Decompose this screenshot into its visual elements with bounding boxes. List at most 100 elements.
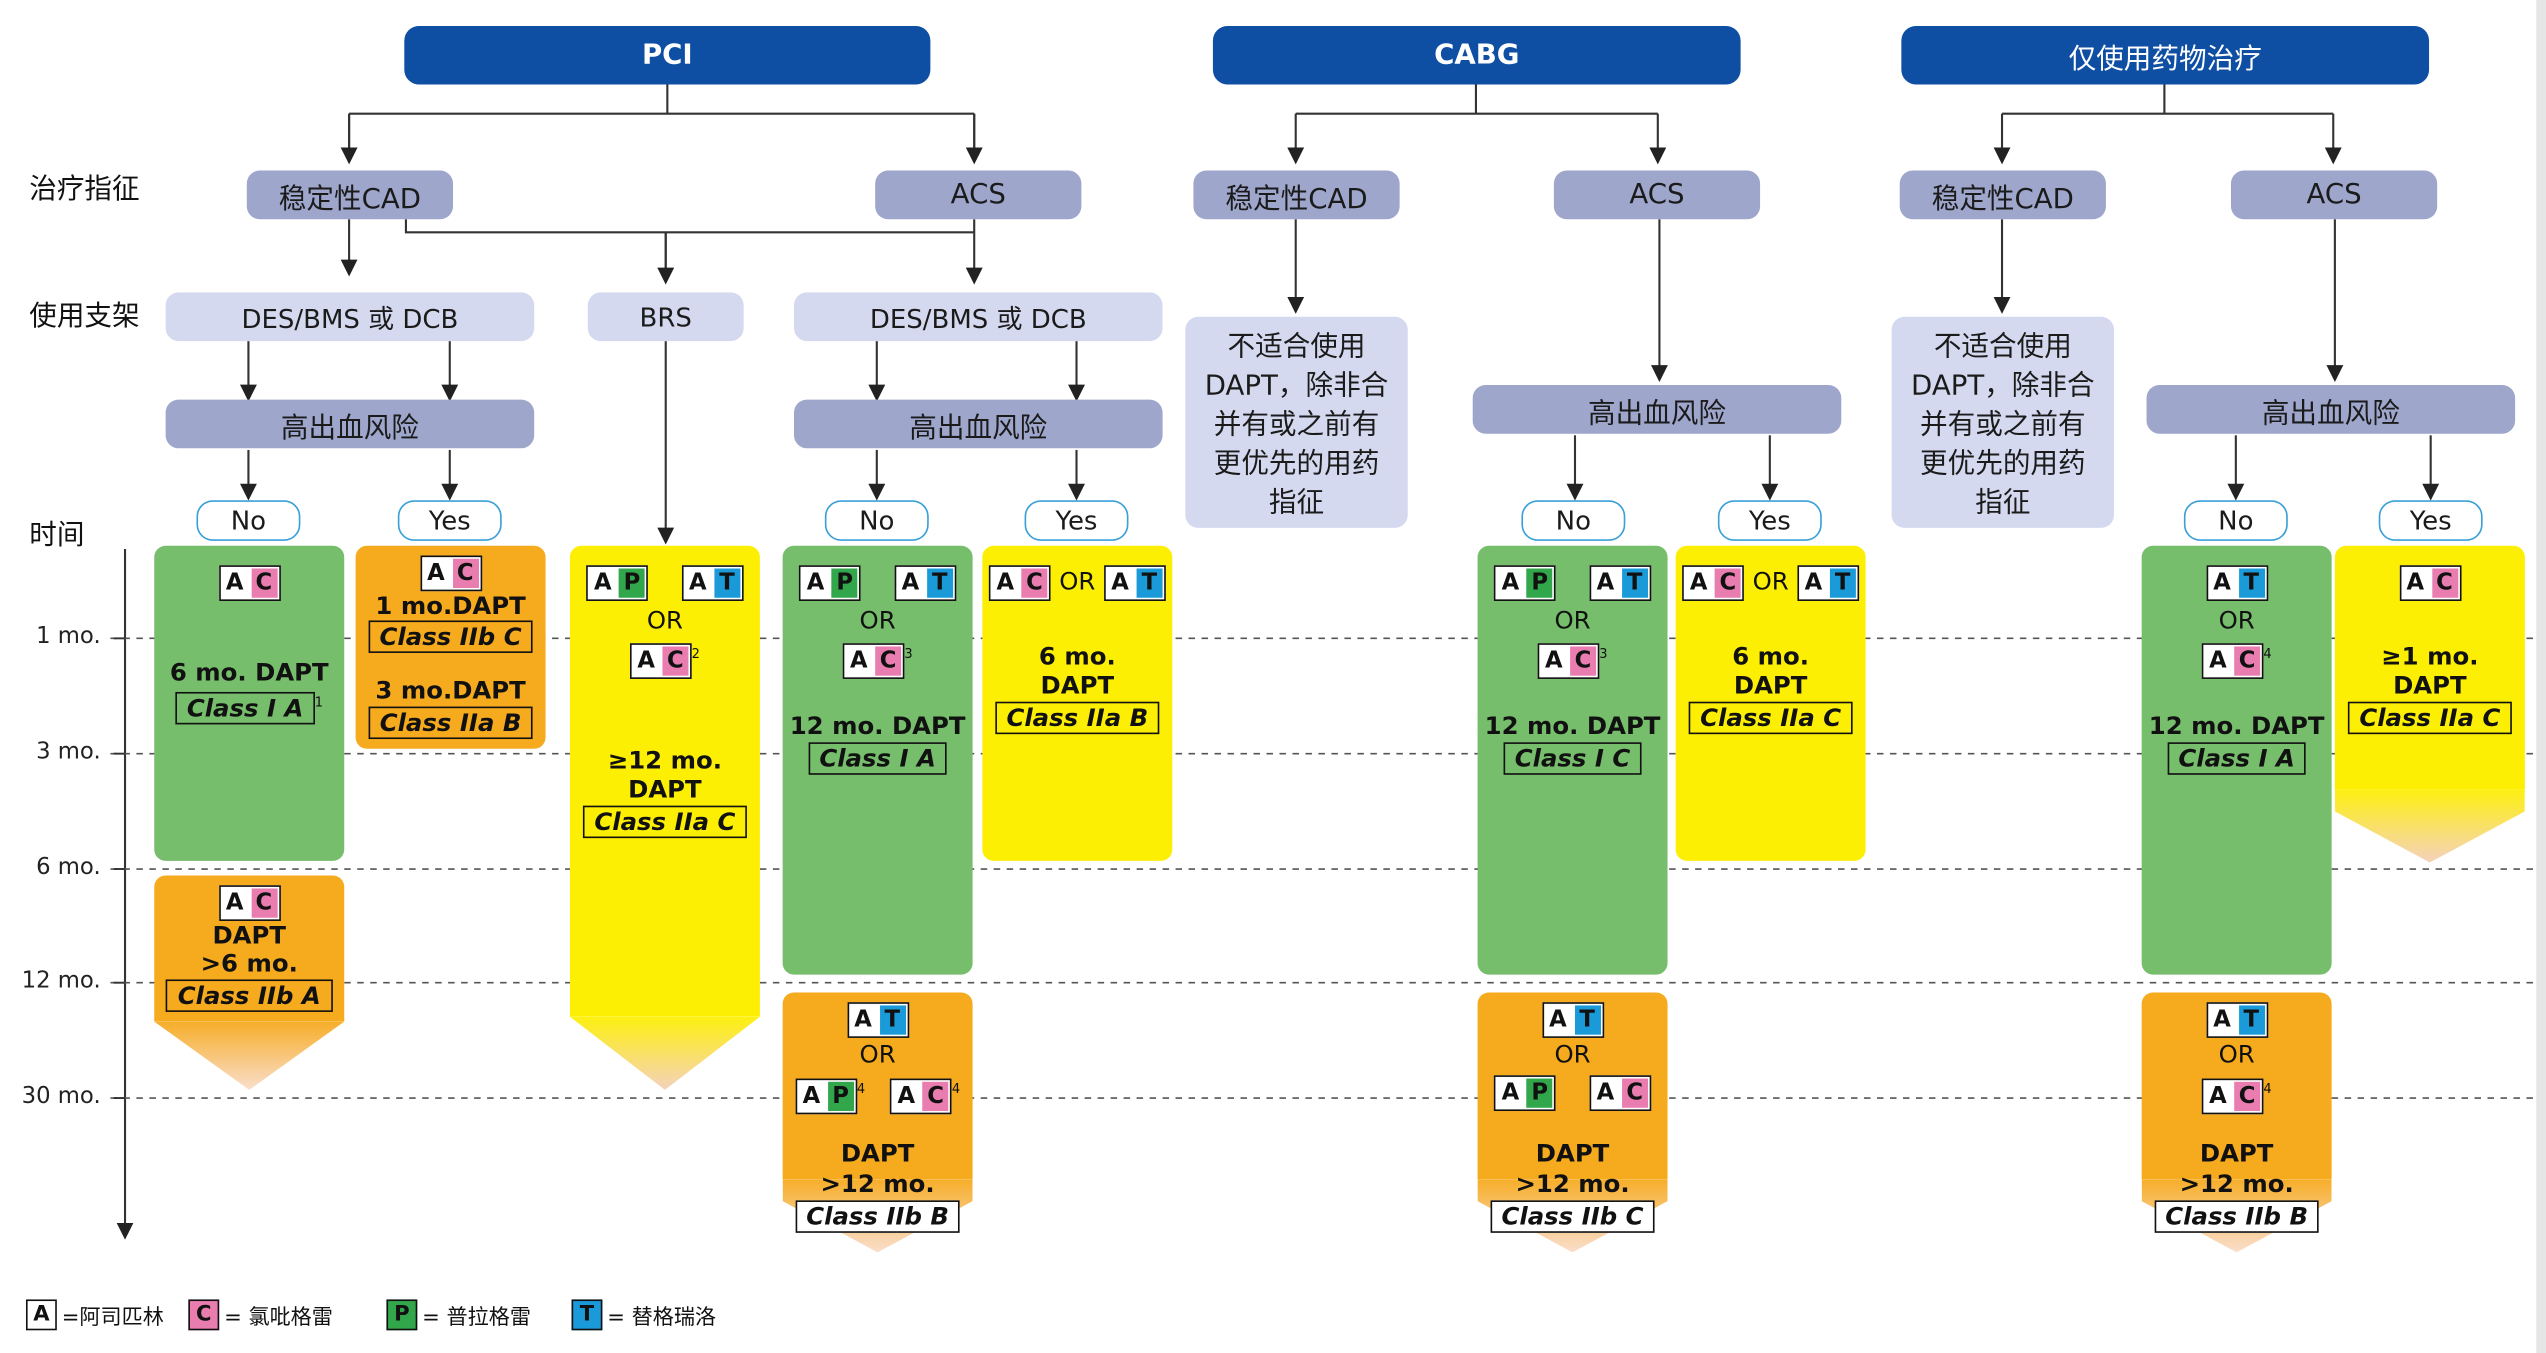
class-recommendation: Class IIb C <box>1490 1200 1655 1233</box>
class-recommendation: Class IIb B <box>794 1200 961 1233</box>
indication-acs: ACS <box>875 170 1082 220</box>
indication-acs: ACS <box>2230 170 2438 220</box>
class-recommendation: Class IIa B <box>368 706 533 740</box>
footnote: 3 <box>904 646 913 662</box>
duration-text: ≥12 mo. <box>607 745 722 775</box>
clopidogrel-icon: C <box>188 1299 220 1331</box>
ticagrelor-icon: T <box>1621 568 1648 598</box>
aspirin-icon: A <box>422 558 449 588</box>
prasugrel-icon: P <box>386 1299 418 1331</box>
footnote: 1 <box>314 695 323 710</box>
aspirin-icon: A <box>684 568 711 598</box>
time-tick: 3 mo. <box>36 739 101 766</box>
yes-label: Yes <box>1024 500 1129 541</box>
duration-text: DAPT <box>628 774 702 805</box>
footnote: 4 <box>2263 646 2272 662</box>
no-label: No <box>196 500 301 541</box>
clopidogrel-icon: C <box>452 558 479 588</box>
duration-text: >12 mo. <box>2179 1169 2294 1199</box>
medical-therapy-header: 仅使用药物治疗 <box>1901 25 2430 85</box>
class-recommendation: Class I C <box>1503 742 1642 775</box>
ticagrelor-icon: T <box>879 1005 906 1035</box>
indication-stable-cad: 稳定性CAD <box>1899 170 2106 220</box>
time-tick: 12 mo. <box>21 968 101 995</box>
aspirin-icon: A <box>221 888 248 918</box>
class-recommendation: Class I A <box>2167 742 2307 775</box>
stent-brs: BRS <box>587 292 744 342</box>
yes-label: Yes <box>1717 500 1822 541</box>
aspirin-icon: A <box>798 1081 825 1112</box>
class-recommendation: Class I A <box>175 691 315 725</box>
aspirin-icon: A <box>1107 568 1134 598</box>
footnote: 4 <box>2263 1081 2272 1097</box>
indication-acs: ACS <box>1553 170 1761 220</box>
clopidogrel-icon: C <box>2234 1081 2261 1112</box>
class-recommendation: Class IIa B <box>995 701 1160 735</box>
clopidogrel-icon: C <box>1714 568 1741 598</box>
aspirin-icon: A <box>1540 646 1567 676</box>
prasugrel-icon: P <box>831 568 858 598</box>
duration-text: DAPT <box>1535 1138 1610 1168</box>
or-text: OR <box>1059 566 1096 597</box>
stent-des-bms-dcb: DES/BMS 或 DCB <box>165 292 535 342</box>
class-recommendation: Class IIa C <box>1688 701 1853 735</box>
clopidogrel-icon: C <box>1570 646 1597 676</box>
or-text: OR <box>1752 566 1789 597</box>
pci-header: PCI <box>404 25 931 85</box>
footnote: 3 <box>1599 646 1608 662</box>
prasugrel-icon: P <box>827 1081 854 1112</box>
high-bleeding-risk: 高出血风险 <box>793 399 1163 449</box>
duration-text: 12 mo. DAPT <box>789 711 966 741</box>
prasugrel-icon: P <box>619 568 646 598</box>
or-text: OR <box>2218 605 2255 636</box>
ticagrelor-icon: T <box>1829 568 1856 598</box>
time-tick: 6 mo. <box>36 854 101 881</box>
page-edge <box>2536 0 2546 1353</box>
row-label-time: 时间 <box>29 519 85 553</box>
duration-text: DAPT <box>1733 670 1808 701</box>
duration-text: DAPT <box>840 1138 915 1168</box>
clopidogrel-icon: C <box>875 646 902 676</box>
no-label: No <box>1521 500 1626 541</box>
ticagrelor-icon: T <box>714 568 741 598</box>
aspirin-icon: A <box>893 1081 920 1112</box>
duration-text: DAPT <box>1040 670 1115 701</box>
class-recommendation: Class IIa C <box>2347 701 2512 735</box>
time-tick: 1 mo. <box>36 623 101 650</box>
aspirin-icon: A <box>2209 1005 2236 1035</box>
clopidogrel-icon: C <box>1621 1078 1648 1108</box>
footnote: 4 <box>951 1081 961 1097</box>
aspirin-icon: A <box>2209 568 2236 598</box>
footnote: 2 <box>691 646 700 662</box>
aspirin-icon: A <box>850 1005 876 1035</box>
duration-text: >12 mo. <box>820 1169 935 1199</box>
class-recommendation: Class IIa C <box>583 805 747 839</box>
aspirin-icon: A <box>897 568 924 598</box>
aspirin-icon: A <box>2204 646 2231 676</box>
ticagrelor-icon: T <box>2238 1005 2265 1035</box>
or-text: OR <box>859 1039 896 1069</box>
class-recommendation: Class I A <box>807 742 948 775</box>
duration-text: 12 mo. DAPT <box>1484 711 1661 741</box>
